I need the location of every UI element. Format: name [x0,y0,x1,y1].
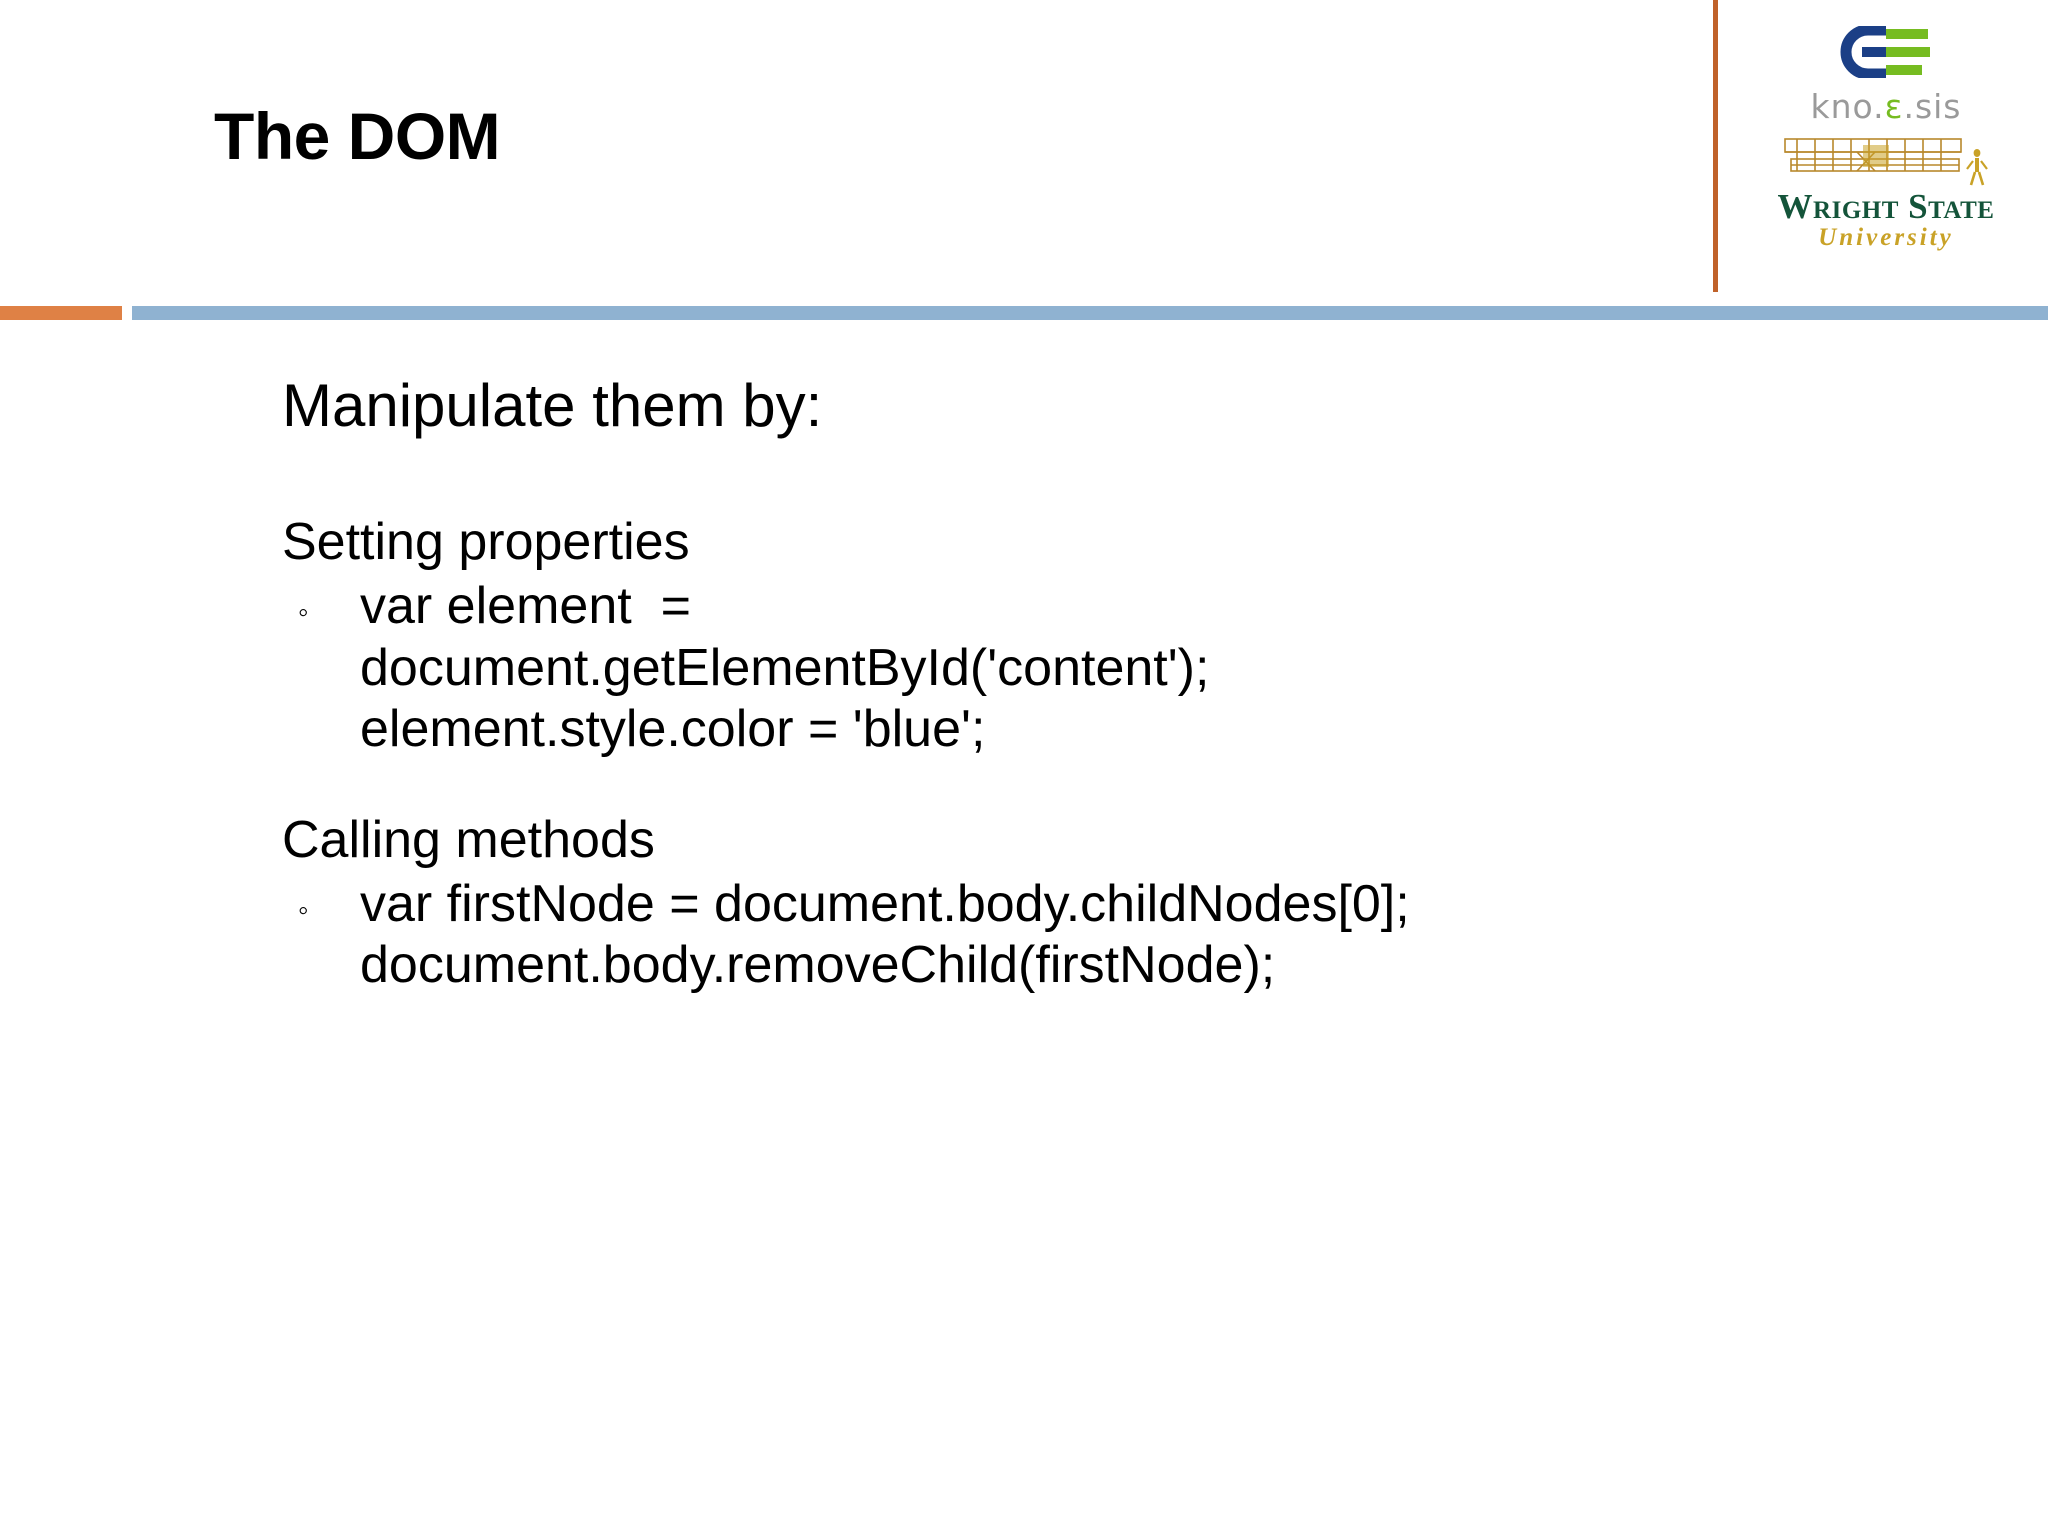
content-section-calling-methods: Calling methods ◦ var firstNode = docume… [282,811,1882,997]
hollow-circle-bullet-icon: ◦ [298,893,309,927]
code-line: document.body.removeChild(firstNode); [360,936,1276,995]
university-subtitle: University [1818,223,1954,251]
hollow-circle-bullet-icon: ◦ [298,596,309,630]
slide-body: Manipulate them by: Setting properties ◦… [282,372,1882,997]
knoesis-wordmark-pre: kno. [1810,87,1885,126]
branding-block: kno.ε.sis [1713,0,2048,292]
code-line: var firstNode = document.body.childNodes… [360,874,1410,933]
knoesis-wordmark: kno.ε.sis [1810,90,1961,123]
knoesis-wordmark-post: .sis [1903,87,1962,126]
knoesis-wordmark-accent: ε [1884,87,1904,126]
university-name: Wright State [1777,187,1995,226]
content-section-setting-properties: Setting properties ◦ var element = docum… [282,513,1882,760]
divider-blue-bar [132,306,2048,320]
body-lead-text: Manipulate them by: [282,372,823,439]
spacer [282,455,1882,513]
branding-inner: kno.ε.sis [1727,10,2045,286]
list-item-body: var element = document.getElementById('c… [360,576,1882,760]
code-line: element.style.color = 'blue'; [360,700,986,759]
knoesis-logo-icon [1838,24,1934,80]
section-heading: Calling methods [282,810,655,869]
spacer [282,761,1882,811]
code-line: document.getElementById('content'); [360,638,1210,697]
divider-orange-segment [0,306,122,320]
list-item: ◦ var firstNode = document.body.childNod… [282,874,1882,997]
section-heading: Setting properties [282,513,690,572]
list-item: ◦ var element = document.getElementById(… [282,576,1882,760]
vertical-accent-rule [1713,0,1718,292]
list-item-body: var firstNode = document.body.childNodes… [360,874,1882,997]
wright-flyer-icon [1771,129,2001,187]
page-title: The DOM [214,99,501,173]
code-line: var element = [360,577,691,636]
